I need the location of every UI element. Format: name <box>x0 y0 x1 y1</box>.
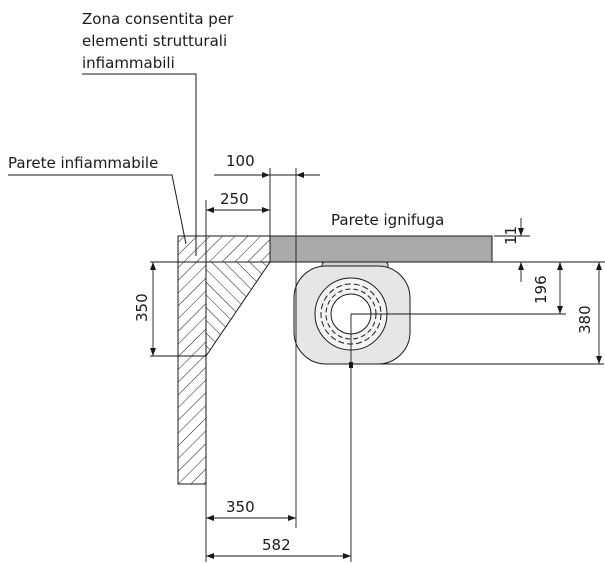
zone-label-line3: infiammabili <box>82 54 175 72</box>
flammable-wall-label: Parete infiammabile <box>8 154 158 172</box>
flammable-wall-top <box>205 235 271 263</box>
flammable-wall-leader <box>8 174 187 245</box>
dim-380-text: 380 <box>576 305 594 334</box>
dim-582-arrow-right <box>343 553 351 559</box>
dim-11-arrow-bottom <box>518 262 524 270</box>
flammable-wall-vertical <box>177 235 207 485</box>
dim-582-arrow-left <box>206 553 214 559</box>
zone-label-line2: elementi strutturali <box>82 32 227 50</box>
dim-350-bottom-text: 350 <box>226 498 255 516</box>
dim-196-text: 196 <box>532 275 550 304</box>
dim-196-arrow-bottom <box>557 306 563 314</box>
dim-350-bottom-arrow-left <box>206 515 214 521</box>
zone-label-line1: Zona consentita per <box>82 10 234 28</box>
dim-582-text: 582 <box>262 536 291 554</box>
dim-350-bottom-arrow-right <box>288 515 296 521</box>
dim-196-arrow-top <box>557 262 563 270</box>
dim-380-arrow-top <box>596 262 602 270</box>
dim-250-arrow-right <box>262 207 270 213</box>
dim-350-left-arrow-bottom <box>150 348 156 356</box>
fireproof-wall <box>269 235 493 263</box>
dim-250-text: 250 <box>220 190 249 208</box>
dim-380-arrow-bottom <box>596 356 602 364</box>
allowed-zone-triangle <box>205 261 271 358</box>
zone-leader-line <box>82 73 197 256</box>
dim-100-text: 100 <box>226 152 255 170</box>
dim-11-text: 11 <box>502 226 520 245</box>
dim-350-left-text: 350 <box>133 293 151 322</box>
fireproof-wall-label: Parete ignifuga <box>331 211 444 229</box>
dim-350-left-arrow-top <box>150 262 156 270</box>
dim-11-arrow-top <box>518 228 524 236</box>
dim-100-arrow-right <box>296 172 304 178</box>
dim-250-arrow-left <box>206 207 214 213</box>
dim-100-arrow-left <box>262 172 270 178</box>
